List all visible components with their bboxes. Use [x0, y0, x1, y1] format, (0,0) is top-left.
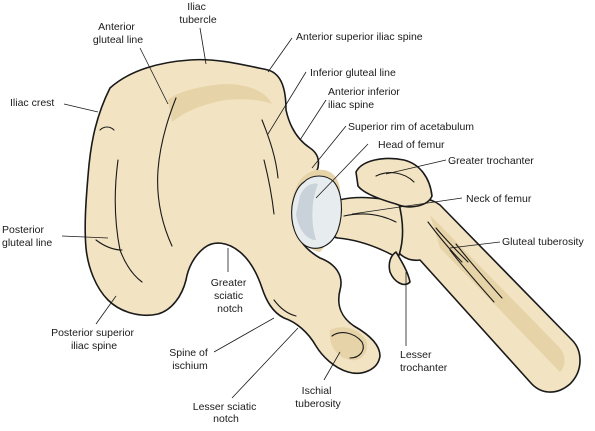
label-iliac-crest: Iliac crest [10, 97, 54, 109]
label-lesser-trochanter: Lesser trochanter [400, 349, 448, 374]
label-greater-sciatic-notch: Greater sciatic notch [211, 277, 250, 315]
label-ischial-tuberosity: Ischial tuberosity [295, 385, 341, 410]
leader-neck-of-femur [351, 197, 463, 215]
greater-trochanter-shape [355, 157, 433, 208]
hip-bone [84, 58, 381, 374]
label-anterior-superior-iliac-spine: Anterior superior iliac spine [296, 31, 423, 43]
label-superior-rim-of-acetabulum: Superior rim of acetabulum [348, 121, 474, 133]
label-inferior-gluteal-line: Inferior gluteal line [310, 67, 396, 79]
leader-posterior-gluteal-line [61, 235, 109, 239]
leader-ischial-tuberosity [323, 351, 341, 381]
label-iliac-tubercle: Iliac tubercle [179, 1, 217, 26]
femur [317, 157, 581, 393]
leader-head-of-femur [315, 143, 369, 199]
leader-iliac-crest [63, 103, 99, 113]
label-anterior-gluteal-line: Anterior gluteal line [93, 21, 143, 46]
anterior-gluteal-line-curve [157, 97, 177, 247]
leader-iliac-tubercle [199, 27, 207, 65]
leader-gluteal-tuberosity [449, 241, 501, 249]
label-posterior-gluteal-line: Posterior gluteal line [2, 224, 52, 249]
leader-anterior-inferior-iliac-spine [299, 99, 327, 141]
labels: Iliac tubercle Anterior gluteal line Ant… [2, 1, 584, 425]
lesser-trochanter-shape [388, 251, 411, 286]
leader-anterior-gluteal-line [139, 47, 169, 105]
leader-anterior-superior-iliac-spine [267, 37, 293, 73]
leader-greater-trochanter [385, 159, 447, 175]
label-greater-trochanter: Greater trochanter [448, 155, 534, 167]
ilium-ischium-shape [84, 58, 381, 374]
leader-inferior-gluteal-line [267, 71, 307, 135]
label-lesser-sciatic-notch: Lesser sciatic notch [193, 401, 260, 425]
leader-lines [61, 27, 501, 399]
label-posterior-superior-iliac-spine: Posterior superior iliac spine [51, 327, 137, 352]
label-neck-of-femur: Neck of femur [466, 193, 532, 205]
leader-posterior-superior-iliac-spine [95, 295, 117, 325]
inferior-gluteal-line-curve [261, 119, 279, 179]
leader-superior-rim-of-acetabulum [311, 125, 347, 169]
leader-lesser-sciatic-notch [231, 327, 299, 399]
label-anterior-inferior-iliac-spine: Anterior inferior iliac spine [328, 86, 403, 111]
label-gluteal-tuberosity: Gluteal tuberosity [502, 236, 584, 248]
label-spine-of-ischium: Spine of ischium [169, 347, 210, 372]
leader-spine-of-ischium [213, 317, 275, 353]
label-head-of-femur: Head of femur [378, 139, 445, 151]
